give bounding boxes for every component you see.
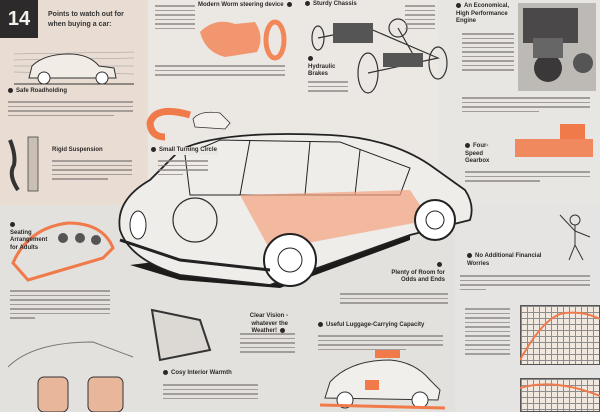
heading-turning-circle: Small Turning Circle: [150, 147, 218, 155]
heading-warmth: Cosy Interior Warmth: [163, 370, 232, 378]
heading-luggage: Useful Luggage-Carrying Capacity: [318, 322, 424, 330]
performance-curve: [520, 311, 600, 361]
heading-engine: An Economical, High Performance Engine: [456, 3, 510, 25]
chassis-text: [405, 2, 435, 32]
engine-text-a: [462, 30, 514, 74]
seats-illustration: [7, 341, 134, 412]
steering-text-left: [155, 2, 195, 32]
heading-financial: No Additional Financial Worries: [467, 253, 542, 267]
financial-text: [460, 272, 590, 293]
turning-text: [158, 157, 208, 178]
vision-text: [240, 330, 295, 356]
page-number: 14: [0, 0, 38, 38]
steering-text: [155, 62, 285, 79]
gearbox-text: [465, 168, 590, 185]
brakes-text: [308, 78, 348, 95]
cutaway-car-illustration: [118, 133, 473, 288]
luggage-text: [318, 332, 443, 353]
seating-illustration: [11, 221, 115, 282]
heading-vision: Clear Vision - whatever the Weather!: [249, 313, 288, 335]
heading-brakes: Hydraulic Brakes: [308, 56, 338, 79]
heading-seating: Seating Arrangement for Adults: [10, 222, 50, 252]
consumption-curve: [520, 383, 600, 397]
engine-photo: [518, 3, 596, 91]
suspension-text: [52, 157, 132, 183]
graph-caption-text: [465, 305, 510, 358]
seating-text: [10, 287, 110, 322]
engine-text-b: [462, 94, 590, 115]
windscreen-illustration: [150, 308, 212, 362]
warmth-text: [163, 381, 258, 402]
room-text: [340, 290, 448, 307]
heading-chassis: Sturdy Chassis: [305, 1, 357, 9]
performance-graph: [520, 305, 600, 365]
heading-steering: Modern Worm steering device: [198, 2, 295, 10]
heading-gearbox: Four-Speed Gearbox: [465, 143, 490, 165]
heading-roadholding: Safe Roadholding: [8, 88, 67, 96]
chassis-illustration: [311, 18, 448, 94]
man-illustration: [559, 214, 591, 261]
heading-suspension: Rigid Suspension: [52, 147, 103, 153]
gearbox-illustration: [515, 124, 593, 157]
heading-room: Plenty of Room for Odds and Ends: [385, 262, 445, 285]
steering-gear-illustration: [200, 19, 287, 61]
luggage-car-illustration: [320, 350, 445, 410]
turning-circle-illustration: [146, 107, 231, 141]
page-title: Points to watch out for when buying a ca…: [48, 11, 124, 28]
roadholding-text: [8, 98, 133, 119]
roadholding-car-illustration: [14, 51, 134, 85]
suspension-illustration: [8, 136, 39, 192]
